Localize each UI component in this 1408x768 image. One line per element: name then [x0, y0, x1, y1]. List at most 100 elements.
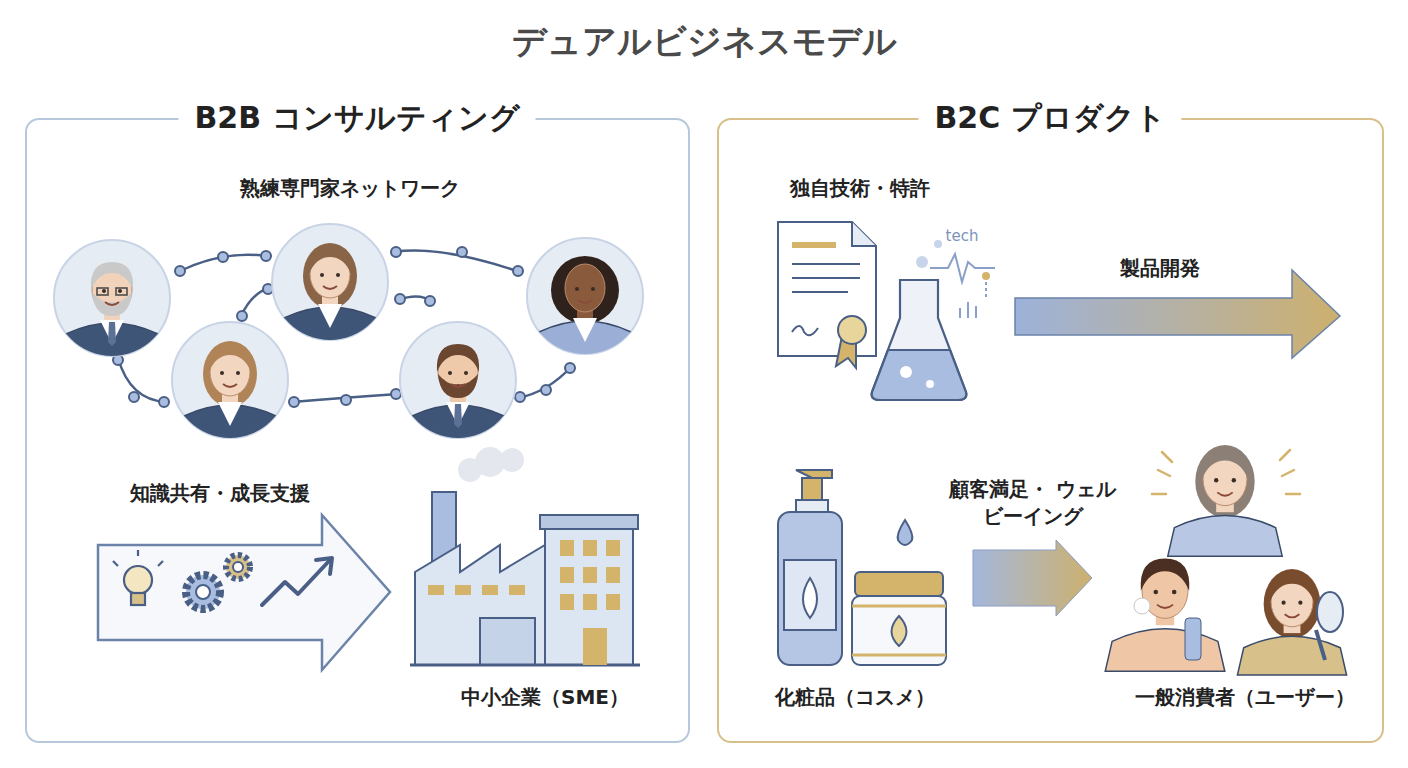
patent-document — [792, 242, 836, 248]
flask-illustration — [872, 240, 967, 400]
panel-heading: B2B コンサルティング — [178, 99, 535, 137]
expert-portrait — [451, 384, 465, 387]
bulb-icon — [124, 566, 152, 594]
expert-portrait — [178, 341, 282, 442]
flask-illustration — [900, 366, 912, 378]
expert-portrait — [336, 273, 340, 277]
cosmetic-bottle — [778, 512, 842, 665]
expert-portrait — [303, 243, 357, 309]
factory-illustration — [410, 447, 640, 665]
consumer-figure — [1202, 448, 1249, 479]
network-chain — [118, 358, 166, 402]
consumer-figure — [1214, 478, 1218, 482]
network-dot — [391, 247, 401, 257]
expert-portrait — [218, 402, 242, 426]
flask-illustration — [872, 280, 967, 400]
patent-document — [792, 326, 818, 335]
factory-window — [606, 594, 620, 610]
network-dot — [237, 311, 247, 321]
expert-portrait — [209, 344, 251, 372]
expert-portrait — [448, 371, 452, 375]
factory-window — [560, 540, 574, 556]
factory-window — [583, 628, 607, 665]
water-drop — [898, 520, 913, 545]
network-dot — [395, 294, 405, 304]
consumer-figure — [1270, 572, 1314, 601]
network-dot — [541, 385, 551, 395]
cosmetic-jar — [892, 616, 907, 646]
node-label: 独自技術・特許 — [790, 176, 930, 201]
cosmetic-jar — [852, 572, 946, 665]
expert-portrait — [236, 371, 240, 375]
expert-portrait — [454, 404, 462, 428]
consumer-group: 一般消費者（ユーザー） — [1100, 430, 1375, 720]
factory-window — [583, 567, 597, 583]
factory-window — [583, 594, 597, 610]
expert-portrait — [223, 384, 237, 387]
expert-portrait — [533, 256, 637, 358]
node-label: 化粧品（コスメ） — [775, 685, 935, 710]
network-dot — [129, 392, 139, 402]
expert-portrait — [573, 318, 597, 342]
tech-label: tech — [946, 227, 979, 245]
cosmetic-jar — [852, 654, 946, 657]
expert-portrait — [172, 322, 288, 442]
expert-portrait — [565, 264, 605, 312]
gear-icon — [186, 575, 220, 609]
expert-portrait — [309, 246, 351, 274]
patent-document — [792, 291, 848, 293]
factory-window — [560, 594, 574, 610]
cosmetic-jar — [855, 572, 943, 596]
patent-document — [852, 222, 876, 246]
cosmetic-bottle — [803, 578, 817, 618]
expert-portrait — [323, 286, 337, 289]
expert-portrait — [437, 344, 479, 372]
diagram-title: デュアルビジネスモデル — [512, 19, 897, 65]
consumer-figure — [1264, 569, 1321, 638]
expert-portrait — [406, 344, 510, 442]
bulb-icon — [113, 561, 118, 566]
consumer-figure — [1282, 601, 1286, 605]
technology-patent: 独自技術・特許 — [765, 166, 1005, 416]
consumer-figure — [1298, 601, 1302, 605]
consumer-figure — [1168, 516, 1282, 557]
consumer-figure — [1285, 614, 1300, 617]
expert-portrait — [91, 262, 133, 290]
gear-icon — [196, 585, 210, 599]
expert-portrait — [60, 323, 164, 360]
consumer-figure — [1154, 590, 1159, 595]
expert-portrait — [60, 262, 164, 360]
expert-portrait — [118, 289, 122, 293]
factory-window — [606, 567, 620, 583]
sparkle — [1158, 470, 1170, 476]
network-dot — [218, 252, 228, 262]
development-arrow — [1015, 270, 1340, 358]
consumer-figure — [1237, 569, 1346, 675]
tech-wave — [930, 254, 995, 282]
cosmetic-bottle — [784, 560, 836, 630]
expert-portrait — [105, 302, 119, 305]
network-dot — [515, 392, 525, 402]
consumer-figure — [1195, 445, 1254, 518]
expert-portrait — [527, 238, 643, 358]
expert-portrait — [97, 288, 127, 295]
tech-wave — [975, 306, 977, 318]
patent-document — [778, 222, 876, 356]
consumer-figure — [1168, 445, 1282, 556]
flow-label: 製品開発 — [1120, 255, 1200, 282]
network-dot — [159, 397, 169, 407]
consumer-figure — [1237, 636, 1346, 675]
network-dot — [391, 389, 401, 399]
flow-label: 知識共有・成長支援 — [130, 480, 310, 507]
network-dot — [513, 266, 523, 276]
sme-factory: 中小企業（SME） — [400, 446, 658, 720]
tech-wave — [959, 308, 961, 318]
expert-portrait — [278, 243, 382, 344]
b2b-panel: 熟練専門家ネットワーク中小企業（SME）B2B コンサルティング — [25, 118, 690, 743]
node-label: 一般消費者（ユーザー） — [1135, 685, 1355, 710]
consumer-figure — [1105, 629, 1225, 672]
trend-icon — [262, 560, 330, 605]
gear-icon — [186, 555, 250, 609]
consumer-figure — [1157, 605, 1173, 608]
